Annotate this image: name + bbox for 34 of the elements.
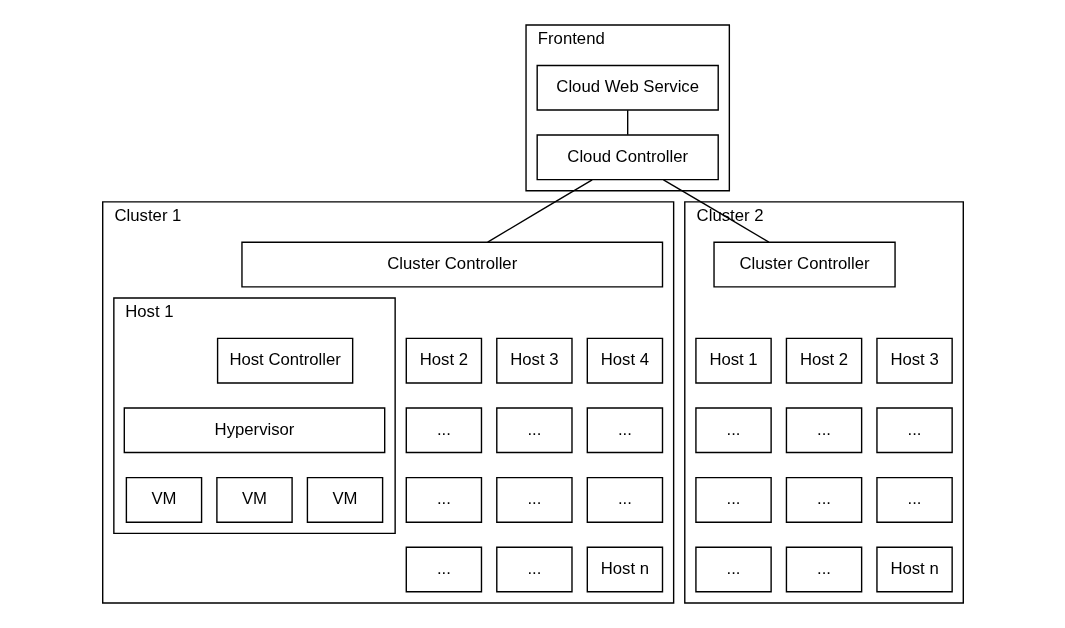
node-box: ... [495,407,573,454]
node-box: VM [125,476,202,523]
node-box: Host 3 [495,337,573,384]
node-box: ... [495,546,573,593]
connector [626,109,628,136]
node-box: ... [785,476,862,523]
node-box: Host 2 [785,337,862,384]
node-box: ... [785,546,862,593]
node-box: Hypervisor [123,407,385,454]
node-box: ... [405,546,482,593]
node-box: VM [306,476,383,523]
node-box: ... [694,407,772,454]
node-box: ... [785,407,862,454]
node-box: ... [694,476,772,523]
node-box: Cluster Controller [240,241,663,288]
node-box: Host Controller [216,337,353,384]
node-box: Host 4 [586,337,663,384]
node-box: Host n [586,546,663,593]
node-box: Host n [875,546,953,593]
node-box: Cloud Web Service [536,64,719,111]
node-box: ... [694,546,772,593]
node-box: Cluster Controller [712,241,896,288]
node-box: ... [586,407,663,454]
node-box: Host 3 [875,337,953,384]
node-box: Host 1 [694,337,772,384]
node-box: ... [586,476,663,523]
node-box: ... [875,407,953,454]
node-box: Cloud Controller [536,134,719,181]
node-box: ... [405,407,482,454]
node-box: Host 2 [405,337,482,384]
node-box: VM [215,476,293,523]
node-box: ... [495,476,573,523]
node-box: ... [875,476,953,523]
node-box: ... [405,476,482,523]
